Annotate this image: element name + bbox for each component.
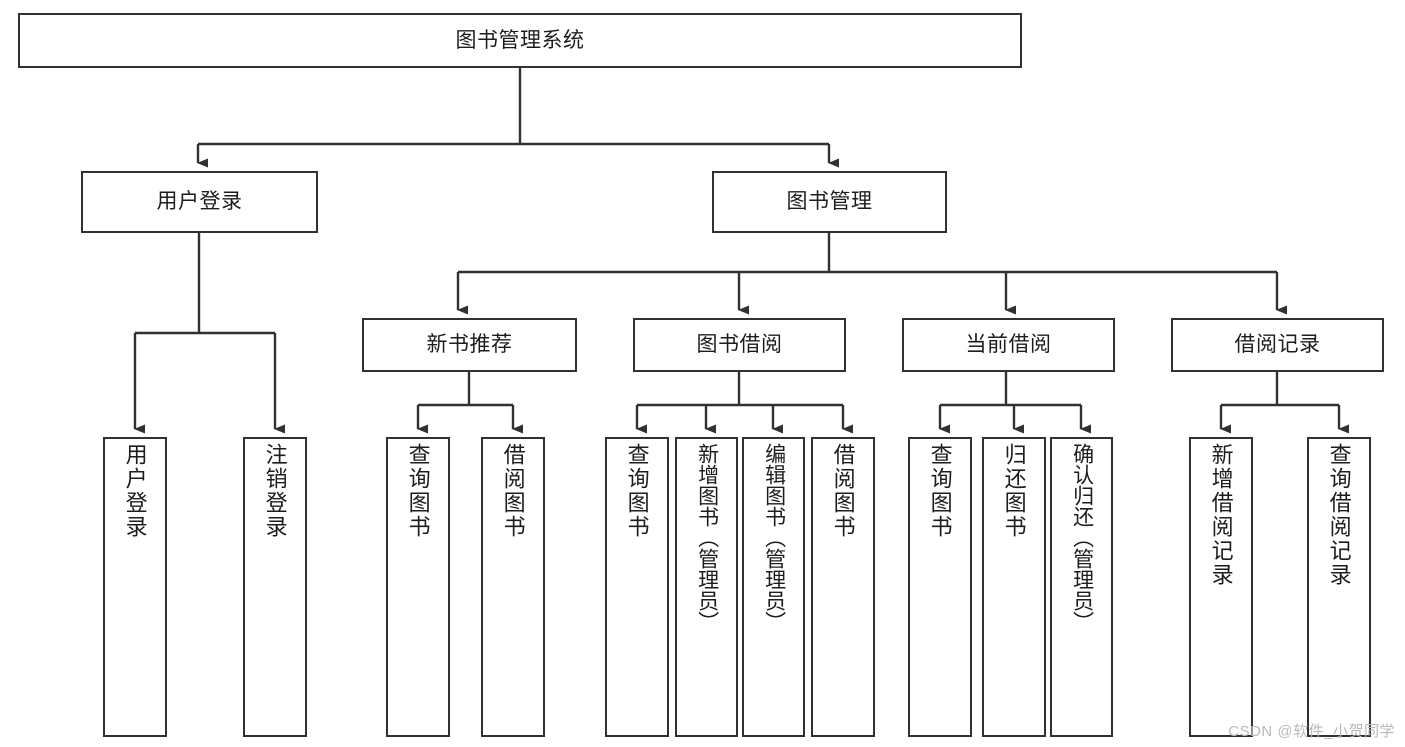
node-new-book-recommend[interactable]: 新书推荐: [362, 318, 577, 372]
node-leaf-add-book[interactable]: 新增图书（管理员）: [675, 437, 738, 737]
node-leaf-query-record[interactable]: 查询借阅记录: [1307, 437, 1371, 737]
node-book-manage-label: 图书管理: [786, 190, 873, 214]
node-leaf-confirm-return[interactable]: 确认归还（管理员）: [1050, 437, 1113, 737]
node-leaf-confirm-return-label: 确认归还（管理员）: [1070, 443, 1094, 632]
node-user-login-label: 用户登录: [156, 190, 243, 214]
node-leaf-query-book-1[interactable]: 查询图书: [386, 437, 450, 737]
node-leaf-edit-book[interactable]: 编辑图书（管理员）: [742, 437, 805, 737]
node-leaf-query-book-1-label: 查询图书: [405, 443, 431, 539]
node-leaf-user-login-label: 用户登录: [122, 443, 148, 539]
node-leaf-query-book-2-label: 查询图书: [624, 443, 650, 539]
node-leaf-logout-label: 注销登录: [262, 443, 288, 539]
node-book-manage[interactable]: 图书管理: [712, 171, 947, 233]
node-leaf-user-login[interactable]: 用户登录: [103, 437, 167, 737]
node-leaf-return-book-label: 归还图书: [1001, 443, 1027, 539]
node-leaf-query-book-2[interactable]: 查询图书: [605, 437, 669, 737]
node-leaf-add-book-label: 新增图书（管理员）: [695, 443, 719, 632]
node-current-borrow-label: 当前借阅: [965, 333, 1052, 357]
node-leaf-borrow-book-1-label: 借阅图书: [500, 443, 526, 539]
node-borrow-record[interactable]: 借阅记录: [1171, 318, 1384, 372]
node-book-borrow[interactable]: 图书借阅: [633, 318, 846, 372]
node-leaf-logout[interactable]: 注销登录: [243, 437, 307, 737]
node-new-book-recommend-label: 新书推荐: [426, 333, 513, 357]
node-leaf-add-record[interactable]: 新增借阅记录: [1189, 437, 1253, 737]
node-book-borrow-label: 图书借阅: [696, 333, 783, 357]
node-leaf-query-book-3[interactable]: 查询图书: [908, 437, 972, 737]
node-leaf-borrow-book-2-label: 借阅图书: [830, 443, 856, 539]
node-leaf-query-record-label: 查询借阅记录: [1326, 443, 1352, 587]
node-root[interactable]: 图书管理系统: [18, 13, 1022, 68]
node-leaf-query-book-3-label: 查询图书: [927, 443, 953, 539]
node-leaf-edit-book-label: 编辑图书（管理员）: [762, 443, 786, 632]
node-current-borrow[interactable]: 当前借阅: [902, 318, 1115, 372]
node-leaf-return-book[interactable]: 归还图书: [982, 437, 1046, 737]
node-leaf-borrow-book-2[interactable]: 借阅图书: [811, 437, 875, 737]
node-borrow-record-label: 借阅记录: [1234, 333, 1321, 357]
node-root-label: 图书管理系统: [455, 28, 585, 52]
node-user-login[interactable]: 用户登录: [81, 171, 318, 233]
node-leaf-add-record-label: 新增借阅记录: [1208, 443, 1234, 587]
node-leaf-borrow-book-1[interactable]: 借阅图书: [481, 437, 545, 737]
